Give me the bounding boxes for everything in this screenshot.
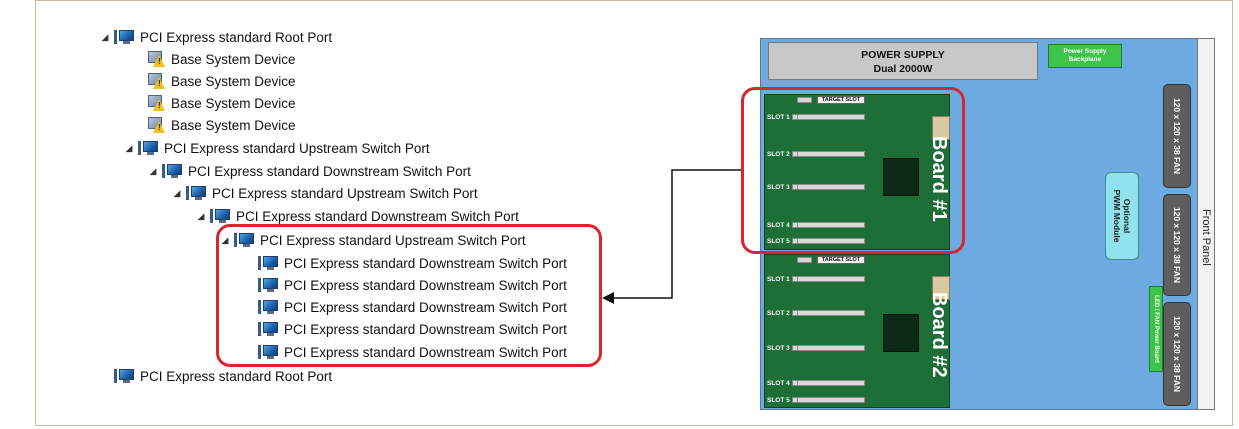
- highlight-box-tree: [216, 224, 602, 367]
- slot-connector: [797, 184, 865, 190]
- tree-node-upstream-switch-port[interactable]: ◢ PCI Express standard Upstream Switch P…: [124, 137, 430, 159]
- slot-connector: [797, 345, 865, 351]
- tree-node-root-port[interactable]: PCI Express standard Root Port: [114, 365, 332, 387]
- tree-node-base-system-device[interactable]: ! Base System Device: [148, 92, 296, 114]
- slot-connector: [797, 151, 865, 157]
- pci-port-icon: [138, 140, 160, 156]
- pcie-switch-chip: [883, 314, 919, 352]
- pcie-switch-chip: [883, 158, 919, 196]
- slot-label: SLOT 3: [767, 345, 790, 352]
- tree-node-upstream-switch-port[interactable]: ◢ PCI Express standard Upstream Switch P…: [172, 182, 478, 204]
- pci-port-icon: [186, 185, 208, 201]
- warning-device-icon: !: [148, 72, 166, 90]
- expand-arrow-icon[interactable]: ◢: [221, 234, 229, 245]
- target-slot: TARGET SLOT: [817, 96, 865, 104]
- tree-node-label: PCI Express standard Upstream Switch Por…: [260, 232, 526, 248]
- slot-connector: [797, 397, 865, 403]
- tree-node-label: PCI Express standard Downstream Switch P…: [284, 299, 567, 315]
- fan-2: 120 x 120 x 38 FAN: [1163, 194, 1191, 296]
- slot-label: SLOT 3: [767, 184, 790, 191]
- slot-label: SLOT 4: [767, 222, 790, 229]
- tree-node-base-system-device[interactable]: ! Base System Device: [148, 114, 296, 136]
- tree-node-label: Base System Device: [171, 73, 296, 89]
- tree-node-label: PCI Express standard Downstream Switch P…: [284, 321, 567, 337]
- slot-connector: [797, 257, 812, 263]
- warning-device-icon: !: [148, 116, 166, 134]
- pci-port-icon: [114, 29, 136, 45]
- tree-node-downstream-switch-port[interactable]: PCI Express standard Downstream Switch P…: [258, 318, 567, 340]
- slot-label: SLOT 2: [767, 151, 790, 158]
- expand-arrow-icon[interactable]: ◢: [197, 210, 205, 221]
- slot-label: SLOT 1: [767, 114, 790, 121]
- pci-port-icon: [210, 208, 232, 224]
- board-connector: [932, 276, 950, 300]
- tree-node-upstream-switch-port[interactable]: ◢ PCI Express standard Upstream Switch P…: [220, 229, 526, 251]
- slot-label: SLOT 5: [767, 238, 790, 245]
- power-supply-backplane: Power Supply Backplane: [1048, 44, 1122, 68]
- highlight-box-board-1: [741, 87, 965, 254]
- tree-node-label: Base System Device: [171, 117, 296, 133]
- slot-connector: [797, 114, 865, 120]
- fan-1: 120 x 120 x 38 FAN: [1163, 84, 1191, 188]
- pci-port-icon: [258, 255, 280, 271]
- tree-node-base-system-device[interactable]: ! Base System Device: [148, 70, 296, 92]
- power-supply-rating: Dual 2000W: [873, 63, 933, 75]
- pci-port-icon: [258, 277, 280, 293]
- backplane-label: Backplane: [1068, 56, 1102, 63]
- connector-line: [612, 169, 741, 299]
- pci-port-icon: [234, 232, 256, 248]
- tree-node-root-port[interactable]: ◢ PCI Express standard Root Port: [100, 26, 333, 48]
- slot-connector: [797, 238, 865, 244]
- tree-node-label: Base System Device: [171, 51, 296, 67]
- expand-arrow-icon[interactable]: ◢: [125, 142, 133, 153]
- board-connector: [932, 116, 950, 140]
- pci-port-icon: [258, 344, 280, 360]
- power-supply: POWER SUPPLY Dual 2000W: [768, 42, 1038, 80]
- tree-node-downstream-switch-port[interactable]: ◢ PCI Express standard Downstream Switch…: [196, 205, 519, 227]
- tree-node-label: PCI Express standard Upstream Switch Por…: [212, 185, 478, 201]
- tree-node-label: PCI Express standard Root Port: [140, 29, 333, 45]
- tree-node-label: PCI Express standard Root Port: [140, 368, 333, 384]
- tree-node-label: PCI Express standard Downstream Switch P…: [284, 277, 567, 293]
- tree-node-downstream-switch-port[interactable]: PCI Express standard Downstream Switch P…: [258, 274, 567, 296]
- tree-node-downstream-switch-port[interactable]: PCI Express standard Downstream Switch P…: [258, 341, 567, 363]
- power-supply-label: POWER SUPPLY: [861, 49, 945, 61]
- tree-node-label: PCI Express standard Downstream Switch P…: [284, 255, 567, 271]
- arrowhead-icon: [602, 292, 614, 304]
- slot-label: SLOT 5: [767, 397, 790, 404]
- slot-connector: [797, 310, 865, 316]
- slot-label: SLOT 4: [767, 380, 790, 387]
- slot-label: SLOT 1: [767, 276, 790, 283]
- tree-node-label: PCI Express standard Downstream Switch P…: [284, 344, 567, 360]
- pci-port-icon: [258, 299, 280, 315]
- tree-node-base-system-device[interactable]: ! Base System Device: [148, 48, 296, 70]
- expand-arrow-icon[interactable]: ◢: [149, 165, 157, 176]
- slot-connector: [797, 380, 865, 386]
- tree-node-downstream-switch-port[interactable]: PCI Express standard Downstream Switch P…: [258, 296, 567, 318]
- tree-node-downstream-switch-port[interactable]: PCI Express standard Downstream Switch P…: [258, 252, 567, 274]
- fan-3: 120 x 120 x 38 FAN: [1163, 302, 1191, 406]
- target-slot: TARGET SLOT: [817, 256, 865, 264]
- slot-connector: [797, 276, 865, 282]
- front-panel: Front Panel: [1197, 38, 1215, 410]
- tree-node-downstream-switch-port[interactable]: ◢ PCI Express standard Downstream Switch…: [148, 160, 471, 182]
- tree-node-label: Base System Device: [171, 95, 296, 111]
- pci-port-icon: [162, 163, 184, 179]
- pci-port-icon: [114, 368, 136, 384]
- slot-connector: [797, 222, 865, 228]
- slot-connector: [797, 97, 812, 103]
- tree-node-label: PCI Express standard Downstream Switch P…: [236, 208, 519, 224]
- expand-arrow-icon[interactable]: ◢: [101, 31, 109, 42]
- led-fan-power-board: LED / FAN Power Board: [1149, 286, 1163, 372]
- warning-device-icon: !: [148, 50, 166, 68]
- slot-label: SLOT 2: [767, 310, 790, 317]
- tree-node-label: PCI Express standard Upstream Switch Por…: [164, 140, 430, 156]
- pci-port-icon: [258, 321, 280, 337]
- warning-device-icon: !: [148, 94, 166, 112]
- backplane-label: Power Supply: [1063, 48, 1107, 55]
- expand-arrow-icon[interactable]: ◢: [173, 187, 181, 198]
- tree-node-label: PCI Express standard Downstream Switch P…: [188, 163, 471, 179]
